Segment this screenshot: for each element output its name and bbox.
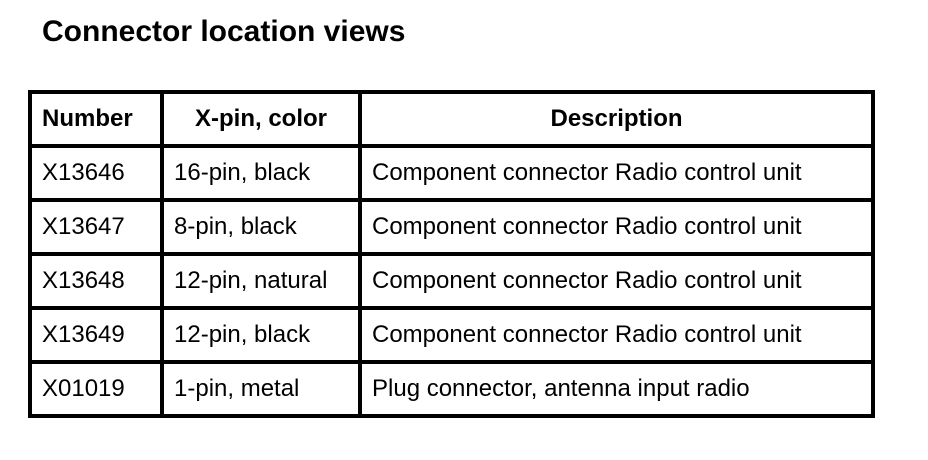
table-row: X13646 16-pin, black Component connector… [28,144,875,202]
cell-description: Component connector Radio control unit [358,144,875,202]
header-number: Number [28,90,164,148]
cell-pin-color: 1-pin, metal [160,360,362,418]
cell-description: Component connector Radio control unit [358,306,875,364]
cell-pin-color: 12-pin, natural [160,252,362,310]
cell-number: X13648 [28,252,164,310]
table-row: X13647 8-pin, black Component connector … [28,198,875,256]
cell-number: X13649 [28,306,164,364]
page-title: Connector location views [42,15,406,48]
table-body: X13646 16-pin, black Component connector… [28,144,875,418]
table-header-row: Number X-pin, color Description [28,90,875,148]
table-row: X01019 1-pin, metal Plug connector, ante… [28,360,875,418]
cell-description: Component connector Radio control unit [358,198,875,256]
cell-pin-color: 16-pin, black [160,144,362,202]
table-header: Number X-pin, color Description [28,90,875,148]
cell-number: X13646 [28,144,164,202]
cell-number: X13647 [28,198,164,256]
cell-description: Plug connector, antenna input radio [358,360,875,418]
cell-description: Component connector Radio control unit [358,252,875,310]
cell-pin-color: 12-pin, black [160,306,362,364]
table-row: X13649 12-pin, black Component connector… [28,306,875,364]
header-description: Description [358,90,875,148]
cell-pin-color: 8-pin, black [160,198,362,256]
connector-table: Number X-pin, color Description X13646 1… [28,90,875,418]
table-row: X13648 12-pin, natural Component connect… [28,252,875,310]
cell-number: X01019 [28,360,164,418]
header-pin-color: X-pin, color [160,90,362,148]
